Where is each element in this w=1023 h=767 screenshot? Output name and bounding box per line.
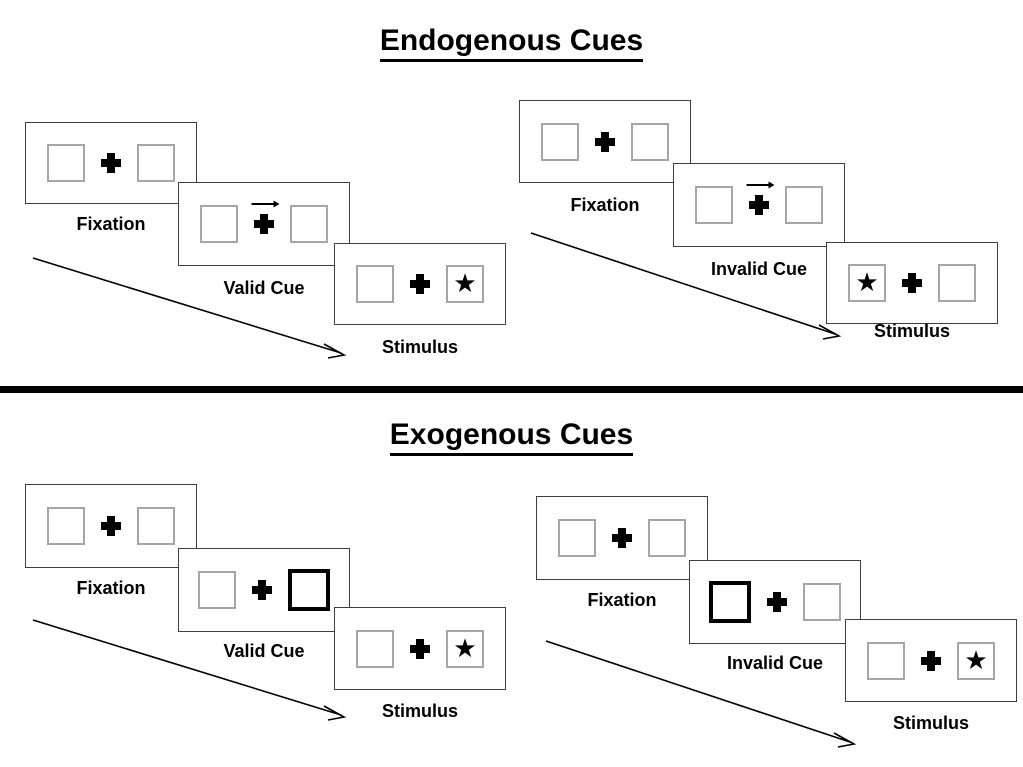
- endo-valid-cue-frame: [178, 182, 350, 266]
- section-title-endogenous: Endogenous Cues: [0, 24, 1023, 62]
- endo-invalid-stimulus-left-box: ★: [848, 264, 886, 302]
- section-title-endogenous-text: Endogenous Cues: [379, 24, 644, 62]
- endo-valid-stimulus-center: [410, 274, 430, 294]
- endo-valid-fixation-frame: [25, 122, 197, 204]
- exo-valid-cue-label: Valid Cue: [223, 641, 305, 661]
- exo-invalid-cue-right-box: [803, 583, 841, 621]
- exo-valid-stimulus-left-box: [356, 629, 394, 668]
- endo-invalid-stimulus-center: [902, 273, 922, 293]
- exo-invalid-fixation-label: Fixation: [587, 590, 657, 610]
- exo-invalid-stimulus-content: ★: [846, 620, 1016, 701]
- endo-valid-stimulus-right-box: ★: [446, 265, 484, 303]
- exo-valid-fixation-content: [26, 485, 196, 567]
- exo-valid-stimulus-center: [410, 639, 430, 659]
- fixation-cross-icon: [101, 516, 121, 536]
- exo-invalid-cue-center: [767, 592, 787, 612]
- endo-valid-cue-label: Valid Cue: [223, 278, 305, 298]
- star-icon: ★: [964, 644, 988, 675]
- star-icon: ★: [453, 632, 477, 663]
- exo-valid-fixation-left-box: [47, 507, 85, 545]
- endo-invalid-stimulus-label: Stimulus: [873, 321, 950, 341]
- exo-invalid-fixation-content: [537, 497, 707, 579]
- fixation-cross-icon: [252, 580, 272, 600]
- endo-invalid-fixation-label: Fixation: [570, 195, 640, 215]
- section-title-exogenous: Exogenous Cues: [0, 418, 1023, 456]
- exo-invalid-stimulus-label: Stimulus: [892, 713, 969, 733]
- section-title-exogenous-text: Exogenous Cues: [389, 418, 634, 456]
- fixation-cross-icon: [101, 153, 121, 173]
- fixation-cross-icon: [595, 132, 615, 152]
- exo-invalid-fixation-left-box: [558, 519, 596, 557]
- exo-valid-cue-center: [252, 580, 272, 600]
- endo-valid-fixation-right-box: [137, 144, 175, 182]
- exo-invalid-fixation-center: [612, 528, 632, 548]
- exo-valid-cue-left-box: [198, 571, 236, 609]
- endo-valid-stimulus-left-box: [356, 265, 394, 303]
- exo-invalid-cue-content: [690, 561, 860, 643]
- fixation-cross-icon: [902, 273, 922, 293]
- endo-invalid-fixation-content: [520, 101, 690, 182]
- exo-invalid-stimulus-frame: ★: [845, 619, 1017, 702]
- exo-invalid-cue-highlighted-box: [709, 581, 751, 623]
- arrow-cue-right-icon: [251, 198, 281, 210]
- endo-invalid-stimulus-right-box: [938, 264, 976, 302]
- endo-valid-cue-right-box: [290, 205, 328, 243]
- exo-valid-fixation-right-box: [137, 507, 175, 545]
- fixation-cross-icon: [749, 195, 769, 215]
- endo-invalid-cue-label: Invalid Cue: [710, 259, 808, 279]
- fixation-cross-icon: [254, 214, 274, 234]
- exo-valid-cue-frame: [178, 548, 350, 632]
- exo-invalid-fixation-right-box: [648, 519, 686, 557]
- arrow-cue-right-icon: [746, 179, 776, 191]
- exo-invalid-cue-frame: [689, 560, 861, 644]
- endo-invalid-stimulus-frame: ★: [826, 242, 998, 324]
- endo-valid-fixation-left-box: [47, 144, 85, 182]
- exo-invalid-stimulus-left-box: [867, 641, 905, 680]
- exo-valid-fixation-center: [101, 516, 121, 536]
- endo-valid-timeline-arrow: [28, 252, 353, 364]
- endo-valid-cue-content: [179, 183, 349, 265]
- endo-valid-stimulus-frame: ★: [334, 243, 506, 325]
- endo-invalid-cue-content: [674, 164, 844, 246]
- section-divider: [0, 386, 1023, 393]
- exo-invalid-fixation-frame: [536, 496, 708, 580]
- endo-valid-fixation-center: [101, 153, 121, 173]
- star-icon: ★: [453, 268, 477, 298]
- star-icon: ★: [855, 267, 879, 297]
- exo-valid-stimulus-right-box: ★: [446, 629, 484, 668]
- fixation-cross-icon: [767, 592, 787, 612]
- exo-invalid-stimulus-right-box: ★: [957, 641, 995, 680]
- exo-valid-cue-content: [179, 549, 349, 631]
- endo-valid-cue-center: [251, 200, 280, 234]
- exo-valid-stimulus-label: Stimulus: [381, 701, 458, 721]
- exo-invalid-cue-label: Invalid Cue: [726, 653, 824, 673]
- fixation-cross-icon: [410, 274, 430, 294]
- endo-valid-cue-left-box: [200, 205, 238, 243]
- endo-valid-stimulus-content: ★: [335, 244, 505, 324]
- exo-valid-cue-highlighted-box: [288, 569, 330, 611]
- endo-invalid-cue-frame: [673, 163, 845, 247]
- exo-valid-stimulus-frame: ★: [334, 607, 506, 690]
- endo-invalid-stimulus-content: ★: [827, 243, 997, 323]
- endo-invalid-fixation-center: [595, 132, 615, 152]
- exo-invalid-stimulus-center: [921, 651, 941, 671]
- endo-valid-stimulus-label: Stimulus: [381, 337, 458, 357]
- endo-invalid-fixation-frame: [519, 100, 691, 183]
- exo-valid-stimulus-content: ★: [335, 608, 505, 689]
- endo-invalid-fixation-left-box: [541, 122, 579, 161]
- endo-invalid-cue-left-box: [695, 186, 733, 224]
- endo-invalid-fixation-right-box: [631, 122, 669, 161]
- fixation-cross-icon: [612, 528, 632, 548]
- fixation-cross-icon: [410, 639, 430, 659]
- exo-valid-fixation-frame: [25, 484, 197, 568]
- fixation-cross-icon: [921, 651, 941, 671]
- endo-invalid-cue-right-box: [785, 186, 823, 224]
- endo-valid-fixation-label: Fixation: [76, 214, 146, 234]
- exo-valid-fixation-label: Fixation: [76, 578, 146, 598]
- endo-valid-fixation-content: [26, 123, 196, 203]
- endo-invalid-cue-center: [746, 181, 775, 215]
